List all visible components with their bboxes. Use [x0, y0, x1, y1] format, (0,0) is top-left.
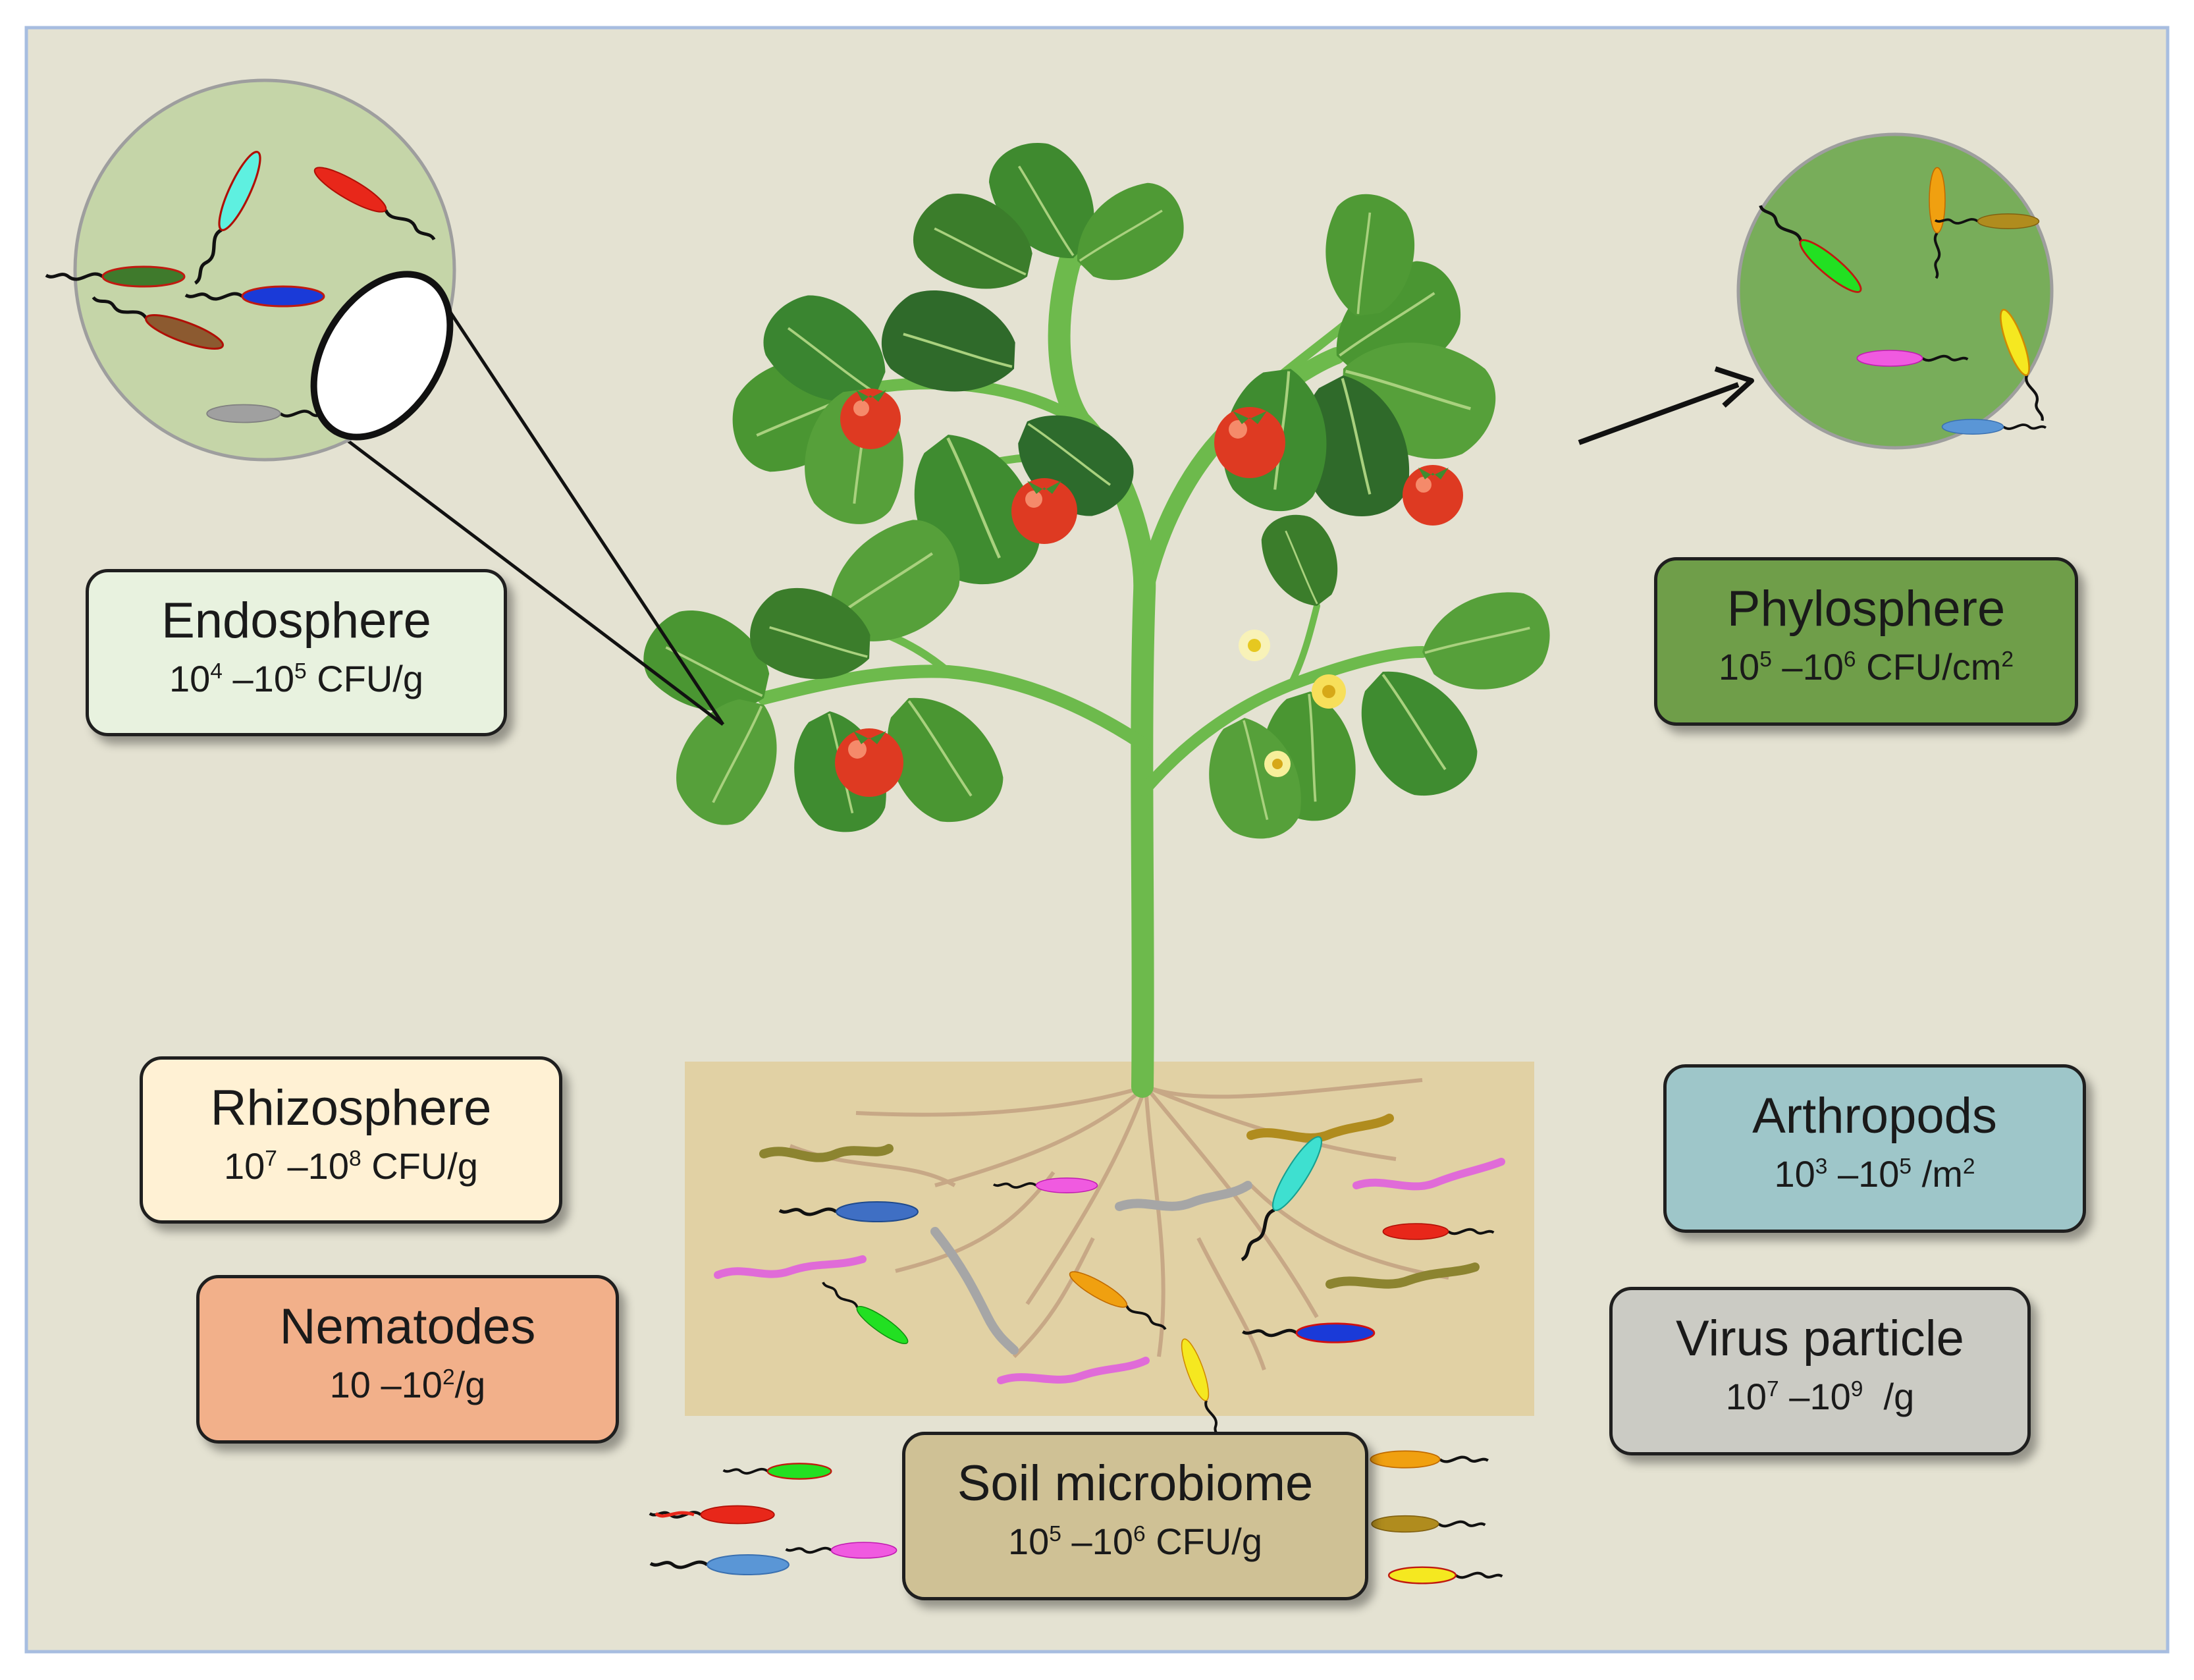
virus-particle-title: Virus particle	[1676, 1311, 1964, 1367]
virus-worm-icon	[1115, 1181, 1252, 1211]
endosphere-label: Endosphere 104 –105 CFU/g	[86, 569, 507, 736]
endosphere-title: Endosphere	[161, 593, 431, 649]
virus-worm-icon	[759, 1144, 894, 1162]
rhizosphere-value: 107 –108 CFU/g	[223, 1145, 479, 1187]
endosphere-value: 104 –105 CFU/g	[169, 657, 424, 699]
rhizosphere-label: Rhizosphere 107 –108 CFU/g	[140, 1056, 562, 1224]
arrow-icon	[1578, 382, 1740, 445]
arthropods-title: Arthropods	[1752, 1088, 1997, 1144]
soil-microbiome-value: 105 –106 CFU/g	[1007, 1520, 1263, 1562]
phylosphere-label: Phylosphere 105 –106 CFU/cm2	[1654, 557, 2078, 726]
virus-particle-label: Virus particle 107 –109 /g	[1609, 1287, 2031, 1455]
phylosphere-zoom	[1578, 132, 2054, 450]
nematodes-value: 10 –102/g	[329, 1363, 486, 1405]
virus-worm-icon	[1325, 1262, 1480, 1289]
flower-icon	[1239, 630, 1346, 777]
virus-worm-icon	[1352, 1158, 1505, 1191]
phylosphere-value: 105 –106 CFU/cm2	[1718, 645, 2014, 688]
nematodes-label: Nematodes 10 –102/g	[196, 1275, 619, 1444]
virus-particle-value: 107 –109 /g	[1725, 1375, 1915, 1417]
tomato-plant-icon	[628, 124, 1560, 1098]
phylosphere-title: Phylosphere	[1726, 581, 2006, 637]
tomato-fruit-icon	[835, 389, 1463, 797]
rhizosphere-title: Rhizosphere	[210, 1080, 492, 1136]
magnifier-lens-icon	[310, 271, 454, 441]
free-bacteria	[650, 1451, 1503, 1583]
virus-worm-icon	[714, 1255, 867, 1279]
soil-microbiome-label: Soil microbiome 105 –106 CFU/g	[902, 1432, 1368, 1600]
arthropods-value: 103 –105 /m2	[1774, 1152, 1975, 1195]
virus-worm-icon	[1246, 1114, 1394, 1143]
arthropods-label: Arthropods 103 –105 /m2	[1663, 1064, 2086, 1233]
virus-worm-icon	[930, 1227, 1019, 1355]
nematodes-title: Nematodes	[279, 1299, 536, 1355]
endosphere-magnifier	[46, 78, 725, 726]
virus-worm-icon	[997, 1357, 1150, 1384]
soil-microbes	[714, 1114, 1505, 1446]
soil-microbiome-title: Soil microbiome	[957, 1455, 1314, 1511]
